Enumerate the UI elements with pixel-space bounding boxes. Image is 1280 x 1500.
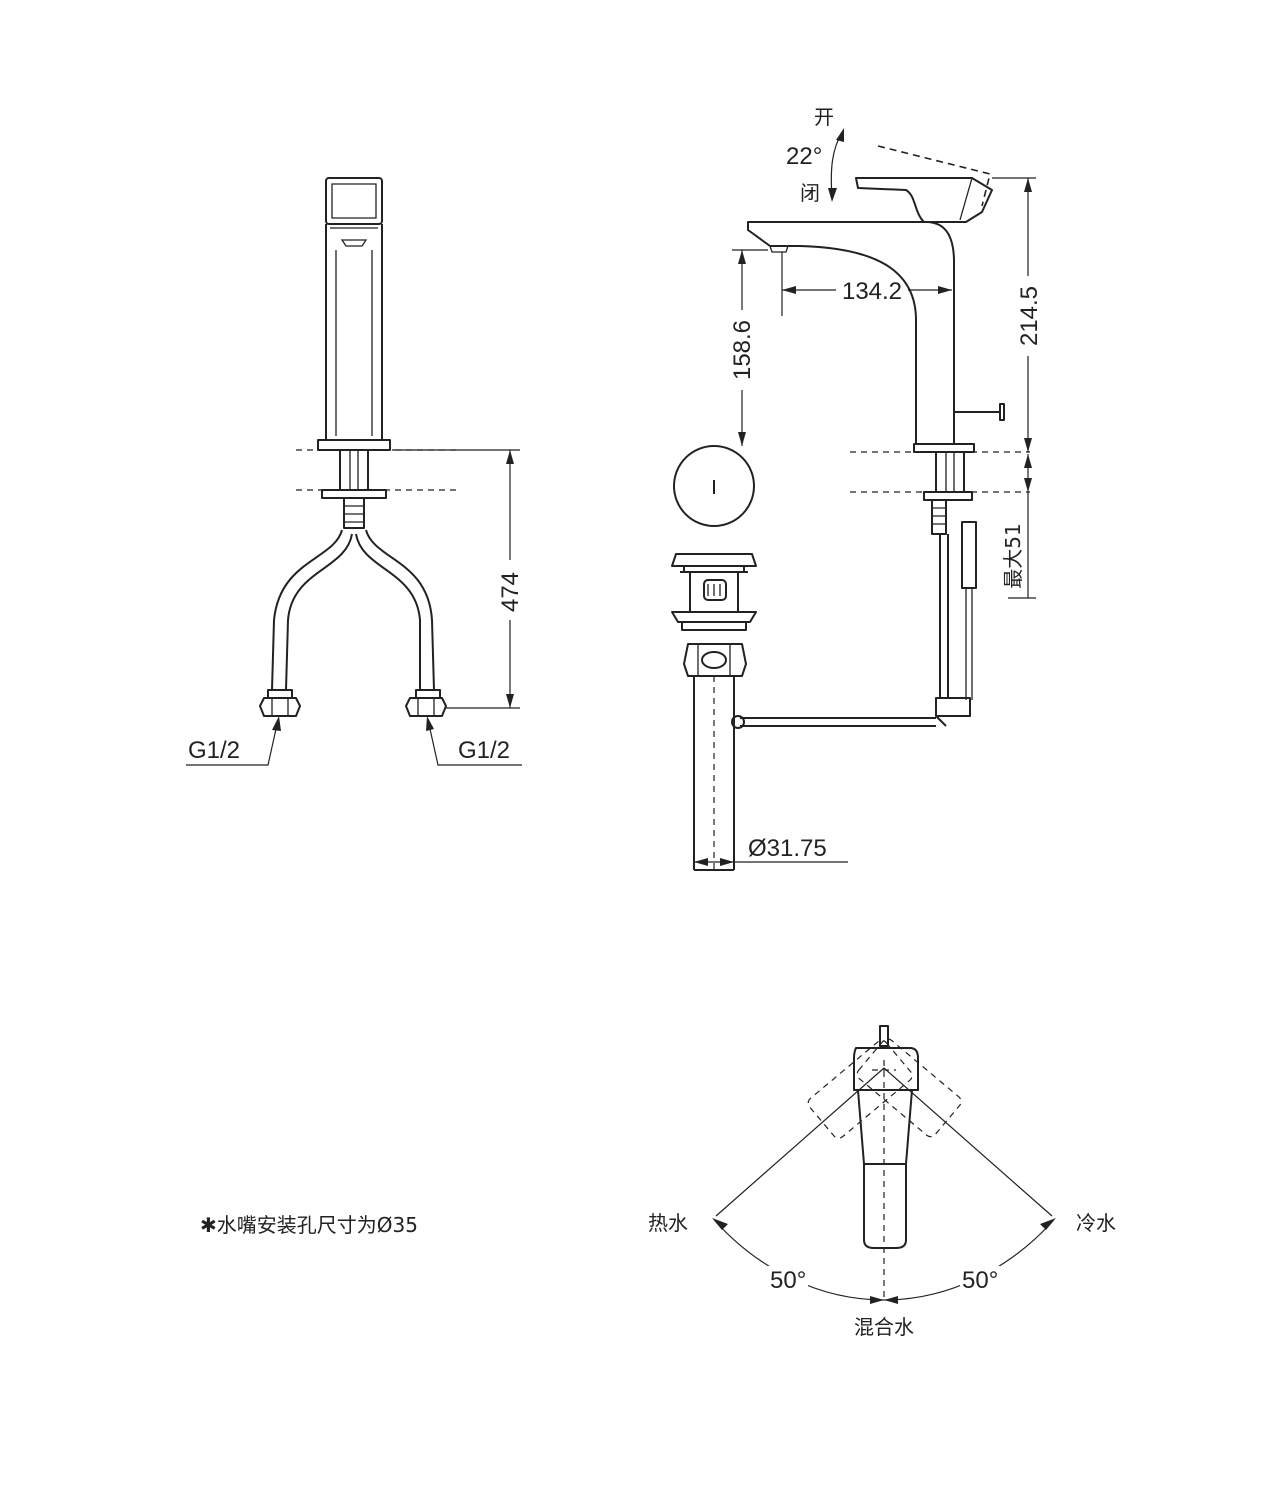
spout-height-label: 158.6 bbox=[729, 320, 756, 380]
total-height-label: 214.5 bbox=[1016, 286, 1043, 346]
spout-reach-label: 134.2 bbox=[842, 278, 902, 305]
side-view: 134.2 158.6 214.5 最大51 开 22° 闭 bbox=[724, 105, 1044, 729]
handle-angle-label: 22° bbox=[786, 143, 822, 170]
handle-open-label: 开 bbox=[814, 105, 834, 129]
mixed-water-label: 混合水 bbox=[854, 1315, 914, 1339]
cold-water-label: 冷水 bbox=[1076, 1211, 1116, 1235]
max-deck-label: 最大51 bbox=[1001, 523, 1025, 588]
hot-water-label: 热水 bbox=[648, 1211, 688, 1235]
drain-assembly: Ø31.75 bbox=[671, 445, 848, 871]
drain-diameter-label: Ø31.75 bbox=[748, 835, 827, 862]
front-view: 474 G1/2 G1/2 bbox=[186, 177, 524, 766]
thread-label-left: G1/2 bbox=[188, 737, 240, 764]
front-height-label: 474 bbox=[497, 572, 524, 612]
angle-right-label: 50° bbox=[962, 1267, 998, 1294]
handle-closed-label: 闭 bbox=[800, 181, 820, 205]
thread-label-right: G1/2 bbox=[458, 737, 510, 764]
angle-left-label: 50° bbox=[770, 1267, 806, 1294]
top-view: 50° 50° 热水 冷水 混合水 bbox=[648, 1025, 1116, 1339]
installation-note: ✱水嘴安装孔尺寸为Ø35 bbox=[200, 1213, 418, 1237]
